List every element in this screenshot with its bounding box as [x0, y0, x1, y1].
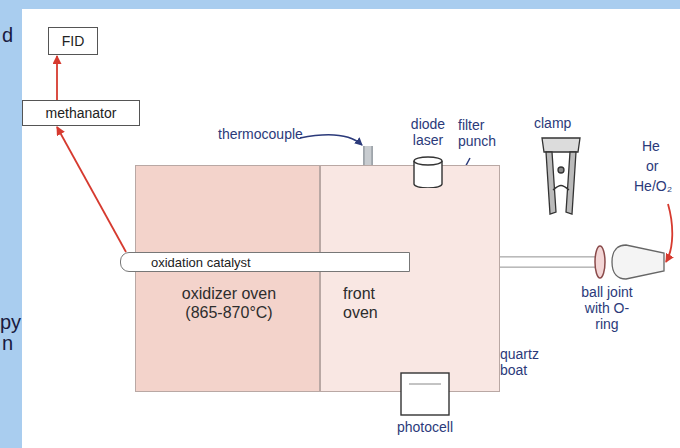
flow-arrow	[57, 127, 126, 252]
node-text: front oven	[343, 284, 395, 322]
methanator-box: methanator	[22, 100, 140, 126]
flow-arrow	[56, 56, 58, 100]
part-label: filter punch	[458, 117, 508, 149]
gas-label: He	[642, 138, 660, 154]
node-text: FID	[56, 33, 91, 49]
gas-label: He/O₂	[634, 178, 672, 194]
ball-joint	[595, 245, 664, 279]
node-text: photocell	[385, 419, 465, 435]
gas-supply-arrow	[666, 204, 672, 262]
gas-label: or	[646, 158, 658, 174]
oven-region: oxidizer oven (865-870°C)	[135, 165, 320, 392]
oven-region: front oven	[320, 165, 500, 392]
part-label: quartz boat	[500, 346, 550, 378]
slide-text-fragment: n	[2, 332, 13, 354]
part-label: clamp	[534, 115, 571, 131]
slide-text-fragment: py	[0, 311, 21, 333]
part-label: thermocouple	[218, 126, 303, 142]
clamp-drawing	[542, 138, 580, 214]
node-text: diode laser	[404, 116, 452, 148]
photocell-node: photocell	[385, 372, 465, 442]
part-label: ball joint with O-ring	[574, 284, 640, 332]
node-text: methanator	[40, 105, 123, 121]
catalyst-tube: oxidation catalyst	[120, 252, 410, 272]
laser-node: diode laser	[398, 116, 458, 188]
detector-box: FID	[48, 27, 98, 55]
leader-arrow	[300, 135, 362, 145]
node-text: oxidizer oven (865-870°C)	[164, 284, 294, 322]
node-text: oxidation catalyst	[121, 255, 251, 270]
slide-text-fragment: d	[2, 24, 13, 46]
